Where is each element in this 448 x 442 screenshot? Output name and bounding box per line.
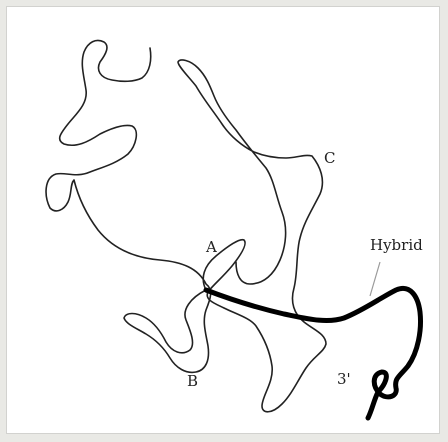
- label-hybrid: Hybrid: [370, 236, 423, 254]
- label-three-prime: 3': [337, 370, 351, 388]
- thin-strand-c: [178, 60, 326, 412]
- hybrid-strand: [206, 288, 421, 418]
- thin-strand-b: [46, 40, 211, 372]
- label-c: C: [324, 149, 335, 167]
- label-b: B: [187, 372, 198, 390]
- hybrid-leader-line: [370, 262, 380, 296]
- label-a: A: [205, 238, 217, 256]
